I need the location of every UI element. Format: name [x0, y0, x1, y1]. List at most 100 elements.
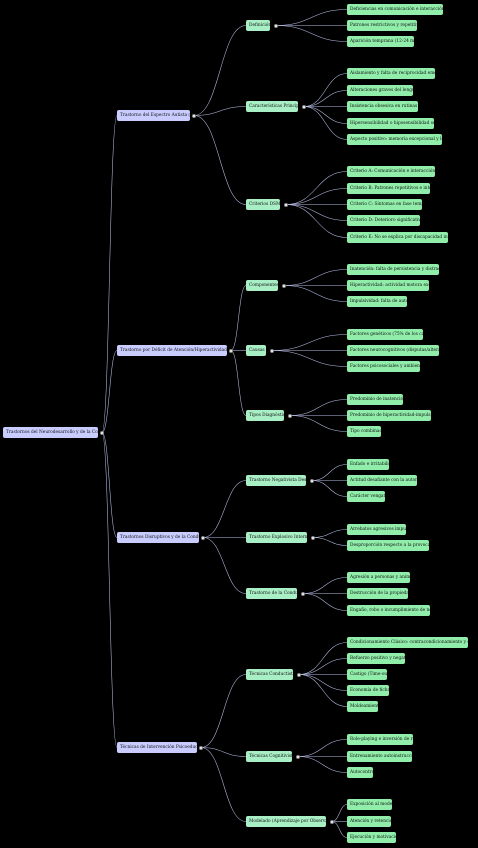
leaf-node[interactable]: Autocontrol [347, 767, 373, 778]
leaf-node[interactable]: Refuerzo positivo y negativo [347, 653, 405, 664]
branch-collapse-toggle[interactable] [229, 348, 233, 353]
subtopic-node[interactable]: Componentes [246, 280, 278, 291]
subtopic-node[interactable]: Técnicas Conductistas [246, 669, 293, 680]
leaf-node[interactable]: Predominio de inatención [347, 394, 403, 405]
leaf-node[interactable]: Exposición al modelo [347, 799, 392, 810]
root-collapse-toggle[interactable] [100, 430, 104, 435]
leaf-node[interactable]: Engaño, robo o incumplimiento de normas [347, 605, 430, 616]
edge-l2-0-2-0 [285, 171, 348, 205]
subtopic-collapse-toggle[interactable] [288, 413, 292, 418]
subtopic-node[interactable]: Trastorno Negativista Desafiante [246, 475, 306, 486]
subtopic-collapse-toggle[interactable] [282, 283, 286, 288]
leaf-node[interactable]: Agresión a personas y animales [347, 572, 410, 583]
leaf-node[interactable]: Aparición temprana (12-24 meses) [347, 36, 414, 47]
subtopic-node[interactable]: Trastorno Explosivo Intermitente [246, 532, 307, 543]
edge-l2-1-1-0 [271, 334, 348, 351]
leaf-node[interactable]: Arrebatos agresivos impulsivos [347, 524, 406, 535]
leaf-node[interactable]: Criterio B: Patrones repetitivos e inter… [347, 183, 430, 194]
edge-l1-0-0 [193, 25, 247, 116]
edge-l2-3-1-2 [297, 756, 348, 773]
leaf-node[interactable]: Desproporción respecto a la provocación [347, 540, 429, 551]
leaf-node[interactable]: Factores psicosociales y ambientales [347, 361, 420, 372]
branch-collapse-toggle[interactable] [201, 535, 205, 540]
leaf-node[interactable]: Hiperactividad: actividad motora excesiv… [347, 280, 429, 291]
leaf-node[interactable]: Aislamiento y falta de reciprocidad emoc… [347, 68, 435, 79]
leaf-node[interactable]: Tipo combinado [347, 426, 381, 437]
leaf-node[interactable]: Factores neurocognitivos (disputas/alter… [347, 345, 439, 356]
leaf-node[interactable]: Carácter vengativo [347, 491, 385, 502]
subtopic-collapse-toggle[interactable] [274, 23, 278, 28]
subtopic-node[interactable]: Modelado (Aprendizaje por Observación) [246, 816, 326, 827]
leaf-node[interactable]: Aspecto positivo: memoria excepcional y … [347, 134, 442, 145]
edge-root-2 [101, 432, 118, 538]
subtopic-collapse-toggle[interactable] [311, 535, 315, 540]
edge-l1-2-2 [202, 537, 247, 594]
edge-l2-1-0-2 [283, 285, 348, 302]
edge-l2-2-0-2 [311, 480, 348, 497]
leaf-node[interactable]: Atención y retención [347, 816, 391, 827]
leaf-node[interactable]: Ejecución y motivación [347, 832, 396, 843]
root-node[interactable]: Trastornos del Neurodesarrollo y de la C… [3, 427, 98, 438]
edge-l2-3-0-3 [298, 674, 348, 691]
edge-l2-3-2-0 [331, 804, 348, 822]
leaf-node[interactable]: Entrenamiento autoinstruccional [347, 751, 412, 762]
edge-l2-2-2-0 [302, 577, 348, 594]
leaf-node[interactable]: Patrones restrictivos y repetitivos [347, 20, 417, 31]
subtopic-node[interactable]: Características Principales [246, 101, 298, 112]
subtopic-collapse-toggle[interactable] [284, 202, 288, 207]
edge-l2-0-0-0 [275, 9, 348, 26]
subtopic-node[interactable]: Técnicas Cognitivistas [246, 751, 292, 762]
edge-root-1 [101, 350, 118, 433]
leaf-node[interactable]: Factores genéticos (75% de los casos) [347, 329, 423, 340]
leaf-node[interactable]: Predominio de hiperactividad-impulsivida… [347, 410, 431, 421]
edge-l2-2-0-0 [311, 464, 348, 481]
leaf-node[interactable]: Economía de fichas [347, 685, 389, 696]
leaf-node[interactable]: Hipersensibilidad o hiposensibilidad sen… [347, 118, 434, 129]
leaf-node[interactable]: Moldeamiento [347, 701, 378, 712]
leaf-node[interactable]: Actitud desafiante con la autoridad [347, 475, 417, 486]
subtopic-collapse-toggle[interactable] [296, 754, 300, 759]
subtopic-collapse-toggle[interactable] [297, 672, 301, 677]
leaf-node[interactable]: Enfado e irritabilidad [347, 459, 389, 470]
subtopic-collapse-toggle[interactable] [270, 348, 274, 353]
subtopic-node[interactable]: Definición [246, 20, 270, 31]
edge-l2-1-1-2 [271, 350, 348, 367]
subtopic-node[interactable]: Tipos Diagnósticos [246, 410, 284, 421]
leaf-node[interactable]: Criterio C: Síntomas en fase temprana [347, 199, 422, 210]
leaf-node[interactable]: Insistencia obsesiva en rutinas [347, 101, 418, 112]
leaf-node[interactable]: Criterio D: Deterioro significativo [347, 215, 420, 226]
subtopic-collapse-toggle[interactable] [302, 104, 306, 109]
subtopic-node[interactable]: Causas [246, 345, 266, 356]
leaf-node[interactable]: Role-playing e inversión de roles [347, 734, 413, 745]
edge-l2-3-2-2 [331, 821, 348, 838]
edge-root-0 [101, 115, 118, 433]
edge-l1-1-0 [230, 285, 247, 351]
edge-l2-3-0-1 [298, 658, 348, 675]
edge-l2-2-2-2 [302, 593, 348, 611]
branch-node[interactable]: Trastorno del Espectro Autista (TEA) [117, 110, 190, 121]
edge-l2-3-0-0 [298, 642, 348, 675]
leaf-node[interactable]: Destrucción de la propiedad [347, 588, 408, 599]
edge-l2-0-2-1 [285, 188, 348, 205]
edge-l1-0-1 [193, 106, 247, 116]
branch-collapse-toggle[interactable] [199, 745, 203, 750]
leaf-node[interactable]: Criterio E: No se explica por discapacid… [347, 232, 448, 243]
branch-collapse-toggle[interactable] [192, 113, 196, 118]
subtopic-collapse-toggle[interactable] [310, 478, 314, 483]
branch-node[interactable]: Trastorno por Déficit de Atención/Hipera… [117, 345, 227, 356]
edge-l2-0-2-4 [285, 204, 348, 238]
edge-l1-1-2 [230, 350, 247, 416]
leaf-node[interactable]: Castigo (Time-out) [347, 669, 387, 680]
leaf-node[interactable]: Alteraciones graves del lenguaje [347, 85, 413, 96]
leaf-node[interactable]: Inatención: falta de persistencia y dist… [347, 264, 439, 275]
subtopic-node[interactable]: Criterios DSM-5 [246, 199, 280, 210]
leaf-node[interactable]: Criterio A: Comunicación e interacción s… [347, 166, 435, 177]
leaf-node[interactable]: Deficiencias en comunicación e interacci… [347, 4, 443, 15]
branch-node[interactable]: Técnicas de Intervención Psicoeducativa [117, 742, 197, 753]
subtopic-node[interactable]: Trastorno de la Conducta [246, 588, 297, 599]
subtopic-collapse-toggle[interactable] [330, 819, 334, 824]
leaf-node[interactable]: Condicionamiento Clásico: contracondicio… [347, 637, 468, 648]
subtopic-collapse-toggle[interactable] [301, 591, 305, 596]
branch-node[interactable]: Trastornos Disruptivos y de la Conducta [117, 532, 199, 543]
leaf-node[interactable]: Impulsividad: falta de autocontrol [347, 296, 407, 307]
